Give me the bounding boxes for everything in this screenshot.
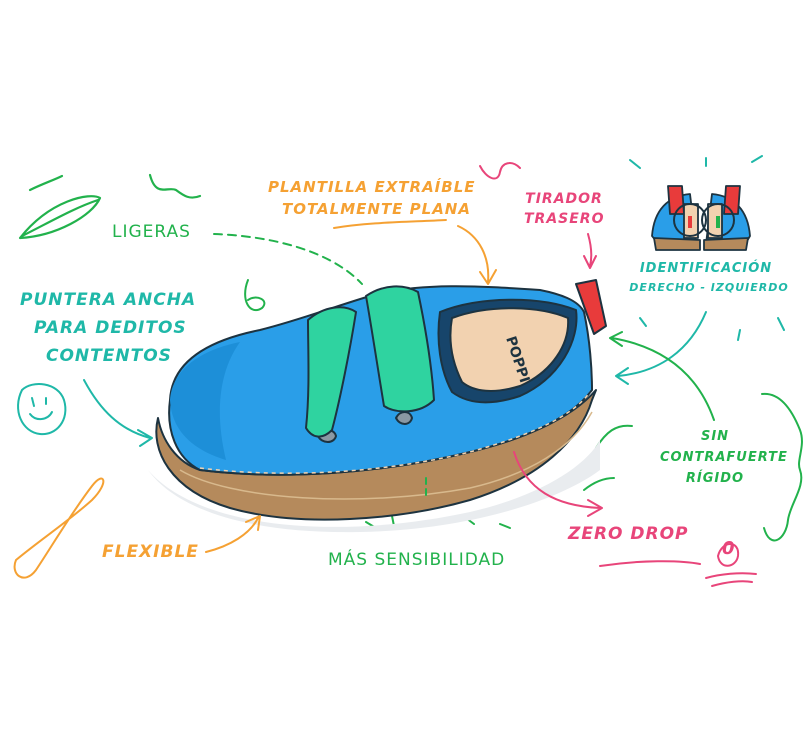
label-sin-line3: RÍGIDO (685, 471, 745, 486)
velcro-strap-front (305, 306, 357, 438)
squiggle-doodle (28, 174, 64, 192)
loop-doodle (244, 279, 266, 311)
shoe-shadow (148, 440, 600, 533)
smiley-doodle (17, 383, 67, 436)
plantilla-underline (333, 219, 447, 229)
label-sensibilidad: MÁS SENSIBILIDAD (328, 550, 506, 570)
label-sin-line1: SIN (700, 429, 730, 444)
velcro-strap-back (365, 285, 435, 413)
shoe-toe-cap (170, 342, 240, 460)
green-dash-doodle (365, 479, 511, 529)
oval-doodle (717, 543, 740, 567)
stitch-line (199, 391, 591, 474)
label-zero-drop: ZERO DROP (568, 524, 689, 544)
label-puntera-line1: PUNTERA ANCHA (20, 290, 197, 310)
ligeras-connector (213, 233, 363, 285)
flexible-arrow (205, 515, 261, 553)
infinity-doodle (13, 477, 105, 579)
left-mark-circle (673, 203, 707, 237)
label-puntera-line3: CONTENTOS (46, 346, 172, 366)
label-ligeras: LIGERAS (112, 222, 191, 242)
teal-dash-doodle (629, 155, 785, 341)
shoe-illustration: POPPI (148, 279, 607, 533)
tirador-arrow (583, 233, 597, 269)
label-tirador-line1: TIRADOR (525, 191, 603, 207)
label-plantilla-line2: TOTALMENTE PLANA (282, 200, 471, 218)
insole (449, 307, 570, 392)
green-wave-doodle (583, 477, 615, 491)
right-tab-icon (723, 185, 741, 215)
right-mark-circle (701, 203, 735, 237)
plantilla-arrow (457, 225, 497, 285)
right-figure-icon (716, 216, 720, 228)
left-shoe-sole-icon (653, 237, 701, 251)
sin-arrow-1 (609, 331, 715, 421)
sole-edge (179, 411, 593, 500)
connector-arrows (83, 219, 715, 553)
label-flexible: FLEXIBLE (102, 542, 199, 562)
left-tab-icon (667, 185, 685, 215)
label-identificacion-line2: DERECHO - IZQUIERDO (629, 281, 789, 294)
zero-arrow (513, 451, 603, 517)
puntera-arrow (83, 379, 153, 447)
label-puntera-line2: PARA DEDITOS (34, 318, 187, 338)
label-sin-line2: CONTRAFUERTE (660, 450, 788, 465)
pink-line-doodle (705, 572, 757, 587)
green-wave-doodle (595, 424, 633, 449)
right-shoe-sole-icon (703, 237, 749, 251)
identification-icon (651, 185, 751, 251)
label-zero-mark: 0 (722, 538, 736, 559)
heel-tab (575, 279, 607, 335)
label-tirador-line2: TRASERO (524, 211, 605, 227)
pink-line-doodle (599, 560, 701, 567)
label-identificacion-line1: IDENTIFICACIÓN (639, 261, 773, 276)
green-wave-doodle (761, 392, 803, 542)
pink-wave-doodle (479, 162, 521, 180)
identificacion-arrow (615, 311, 707, 385)
left-figure-icon (688, 216, 692, 228)
squiggle-doodle (148, 173, 202, 199)
leaf-doodle (18, 195, 102, 240)
label-plantilla-line1: PLANTILLA EXTRAÍBLE (268, 178, 476, 196)
